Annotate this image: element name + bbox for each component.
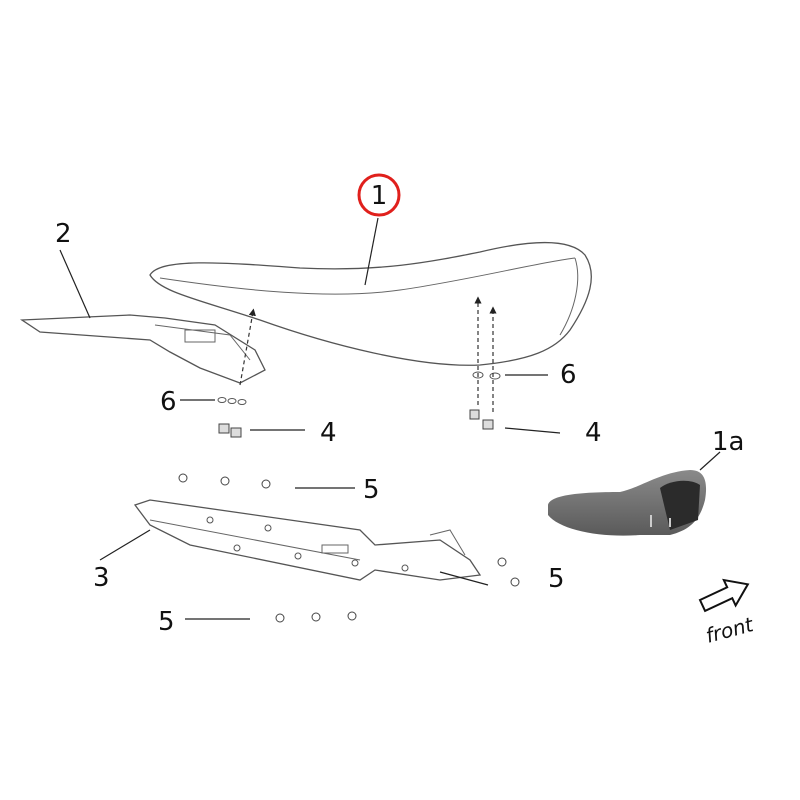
label-1a: 1a: [712, 427, 744, 457]
nuts-4: [218, 409, 494, 438]
seat-part-1[interactable]: [149, 242, 592, 366]
washers-6: [217, 371, 501, 405]
label-2: 2: [55, 219, 72, 249]
front-label: front: [703, 612, 757, 648]
front-arrow-icon: [698, 578, 750, 613]
label-1: 1: [371, 181, 388, 211]
label-5-top: 5: [363, 475, 380, 505]
label-5-bottom: 5: [158, 607, 175, 637]
label-3: 3: [93, 563, 110, 593]
screws-5: [178, 473, 520, 623]
label-6-left: 6: [160, 387, 177, 417]
label-4-left: 4: [320, 418, 337, 448]
label-5-right: 5: [548, 564, 565, 594]
frame-bracket-part-3[interactable]: [133, 499, 482, 581]
seat-photo-1a[interactable]: [548, 470, 707, 536]
rear-bracket-part-2[interactable]: [19, 314, 266, 384]
label-4-right: 4: [585, 418, 602, 448]
label-6-right: 6: [560, 360, 577, 390]
highlight-circle: [357, 173, 401, 217]
